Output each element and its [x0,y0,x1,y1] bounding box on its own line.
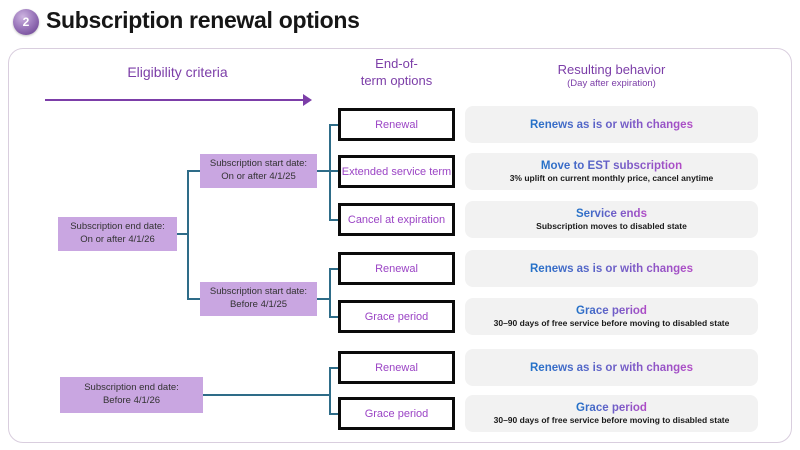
connector-line [329,316,338,318]
behavior-box-grace-period-1: Grace period 30–90 days of free service … [465,298,758,335]
behavior-title: Grace period [576,305,647,317]
option-box-grace-period-2: Grace period [338,397,455,430]
eligibility-node-line1: Subscription start date: [209,286,308,298]
behavior-detail: Subscription moves to disabled state [536,221,687,231]
connector-line [329,367,338,369]
behavior-detail: 30–90 days of free service before moving… [493,318,730,328]
eligibility-node-line2: On or after 4/1/25 [221,171,296,182]
option-box-grace-period-1: Grace period [338,300,455,333]
behavior-box-move-to-est: Move to EST subscription 3% uplift on cu… [465,153,758,190]
behavior-title: Grace period [576,402,647,414]
behavior-box-service-ends: Service ends Subscription moves to disab… [465,201,758,238]
behavior-title: Renews as is or with changes [530,262,693,275]
connector-line [329,124,331,221]
behavior-box-grace-period-2: Grace period 30–90 days of free service … [465,395,758,432]
eligibility-node-line1: Subscription start date: [209,158,308,170]
behavior-title: Renews as is or with changes [530,118,693,131]
eligibility-node-line2: On or after 4/1/26 [80,234,155,245]
behavior-title: Service ends [576,208,647,220]
connector-line [329,367,331,415]
behavior-title: Move to EST subscription [540,160,683,172]
connector-line [329,170,338,172]
connector-line [329,219,338,221]
option-box-renewal-3: Renewal [338,351,455,384]
connector-line [329,413,338,415]
connector-line [329,124,338,126]
connector-line [317,170,329,172]
eligibility-node-end-date-before: Subscription end date: Before 4/1/26 [60,377,203,413]
options-header-line1: End-of- [375,56,418,71]
behavior-header-subtitle: (Day after expiration) [567,78,656,89]
eligibility-node-line1: Subscription end date: [84,382,179,394]
connector-line [317,298,329,300]
option-box-cancel-at-expiration: Cancel at expiration [338,203,455,236]
behavior-title: Renews as is or with changes [530,361,693,374]
behavior-detail: 30–90 days of free service before moving… [493,415,730,425]
connector-line [187,170,200,172]
connector-line [187,298,200,300]
connector-line [329,268,331,318]
eligibility-node-end-date-on-or-after: Subscription end date: On or after 4/1/2… [58,217,177,251]
connector-line [329,268,338,270]
option-box-extended-service-term: Extended service term [338,155,455,188]
behavior-detail: 3% uplift on current monthly price, canc… [509,173,714,183]
eligibility-arrow-head-icon [303,94,312,106]
behavior-box-renews-2: Renews as is or with changes [465,250,758,287]
eligibility-node-line2: Before 4/1/25 [229,299,288,310]
step-number-badge: 2 [13,9,39,35]
option-box-renewal-1: Renewal [338,108,455,141]
eligibility-node-line1: Subscription end date: [70,221,165,233]
options-header-line2: term options [360,72,433,88]
connector-line [203,394,330,396]
eligibility-node-start-date-on-or-after: Subscription start date: On or after 4/1… [200,154,317,188]
option-box-renewal-2: Renewal [338,252,455,285]
behavior-header-title: Resulting behavior [557,62,666,77]
page-title: Subscription renewal options [46,7,360,33]
column-header-behavior: Resulting behavior (Day after expiration… [465,62,758,89]
behavior-box-renews-3: Renews as is or with changes [465,349,758,386]
column-header-options: End-of- term options [338,56,455,90]
eligibility-node-line2: Before 4/1/26 [102,395,161,406]
column-header-eligibility: Eligibility criteria [127,64,228,80]
connector-line [177,233,189,235]
eligibility-arrow-line [45,99,304,101]
eligibility-node-start-date-before: Subscription start date: Before 4/1/25 [200,282,317,316]
behavior-box-renews-1: Renews as is or with changes [465,106,758,143]
connector-line [187,170,189,300]
